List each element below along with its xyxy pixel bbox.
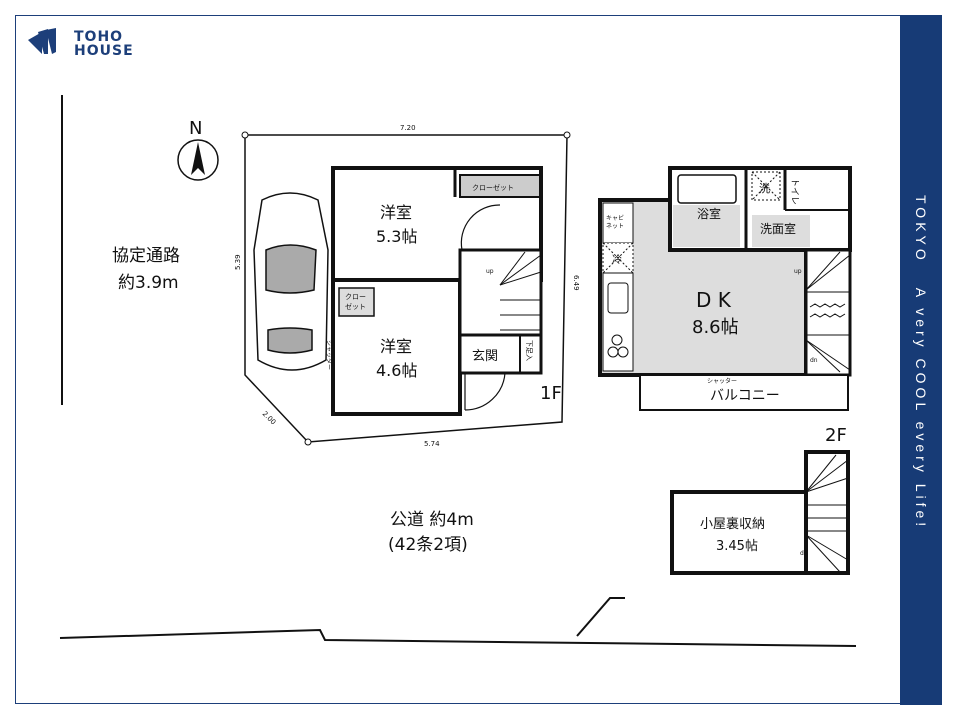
floor1-label: 1F	[540, 383, 562, 404]
loft-name: 小屋裏収納	[700, 517, 765, 532]
shoe-storage-label: 下足入	[525, 340, 533, 361]
compass-icon: N	[177, 118, 219, 181]
dk-size: 8.6帖	[692, 317, 739, 338]
svg-text:N: N	[189, 118, 202, 139]
loft-plan	[670, 450, 850, 575]
site-boundary	[244, 134, 568, 443]
stair-up-label: up	[486, 268, 494, 275]
dim-left: 5.39	[234, 254, 242, 270]
floor-plan: 協定通路 約3.9m 公道 約4m (42条2項) N 7.20 5.39 6.…	[59, 95, 857, 647]
dim-right: 6.49	[572, 275, 580, 291]
side-road-width: 約3.9m	[118, 273, 179, 293]
bath-label: 浴室	[697, 206, 721, 221]
room1-size: 5.3帖	[376, 227, 417, 246]
floor2-label: 2F	[825, 425, 847, 446]
balcony-label: バルコニー	[710, 388, 780, 404]
road-edge-line	[576, 597, 625, 637]
closet2-label: ゼット	[345, 302, 366, 311]
entrance-label: 玄関	[472, 349, 498, 364]
banner-title: TOKYO	[913, 195, 929, 264]
floor1-plan	[331, 166, 543, 416]
stair-down-label: dn	[800, 550, 808, 557]
cabinet-label: ネット	[606, 223, 624, 230]
closet2-label: クロー	[345, 293, 366, 301]
dim-bottom: 5.74	[424, 440, 440, 448]
banner-slogan: A very COOL every Life!	[913, 287, 929, 531]
stair-down-label: dn	[810, 357, 818, 364]
room1-name: 洋室	[380, 203, 412, 222]
shutter-label: シャッター	[325, 340, 333, 370]
front-road-note: (42条2項)	[388, 535, 468, 555]
dk-name: D K	[696, 288, 732, 312]
stair-up-label: up	[794, 268, 802, 275]
side-banner: TOKYO A very COOL every Life!	[900, 15, 942, 705]
washer-label: 洗	[759, 182, 770, 195]
banner-text: TOKYO A very COOL every Life!	[913, 195, 929, 554]
room2-name: 洋室	[380, 337, 412, 356]
car-icon	[253, 192, 329, 371]
fridge-label: 冷	[612, 253, 622, 266]
floor2-plan	[598, 166, 852, 411]
toilet-label: トイレ	[789, 178, 799, 205]
room2-size: 4.6帖	[376, 361, 417, 380]
road-edge-line	[59, 628, 857, 647]
dim-corner: 2.00	[261, 410, 278, 427]
cabinet-label: キャビ	[606, 214, 624, 222]
front-road-label: 公道 約4m	[390, 510, 474, 530]
dim-top: 7.20	[400, 124, 416, 132]
logo-icon	[28, 28, 56, 54]
side-road-label: 協定通路	[112, 246, 180, 266]
washroom-label: 洗面室	[760, 221, 796, 236]
closet1-label: クローゼット	[472, 183, 514, 192]
shutter-label: シャッター	[707, 377, 737, 385]
loft-size: 3.45帖	[716, 539, 758, 554]
